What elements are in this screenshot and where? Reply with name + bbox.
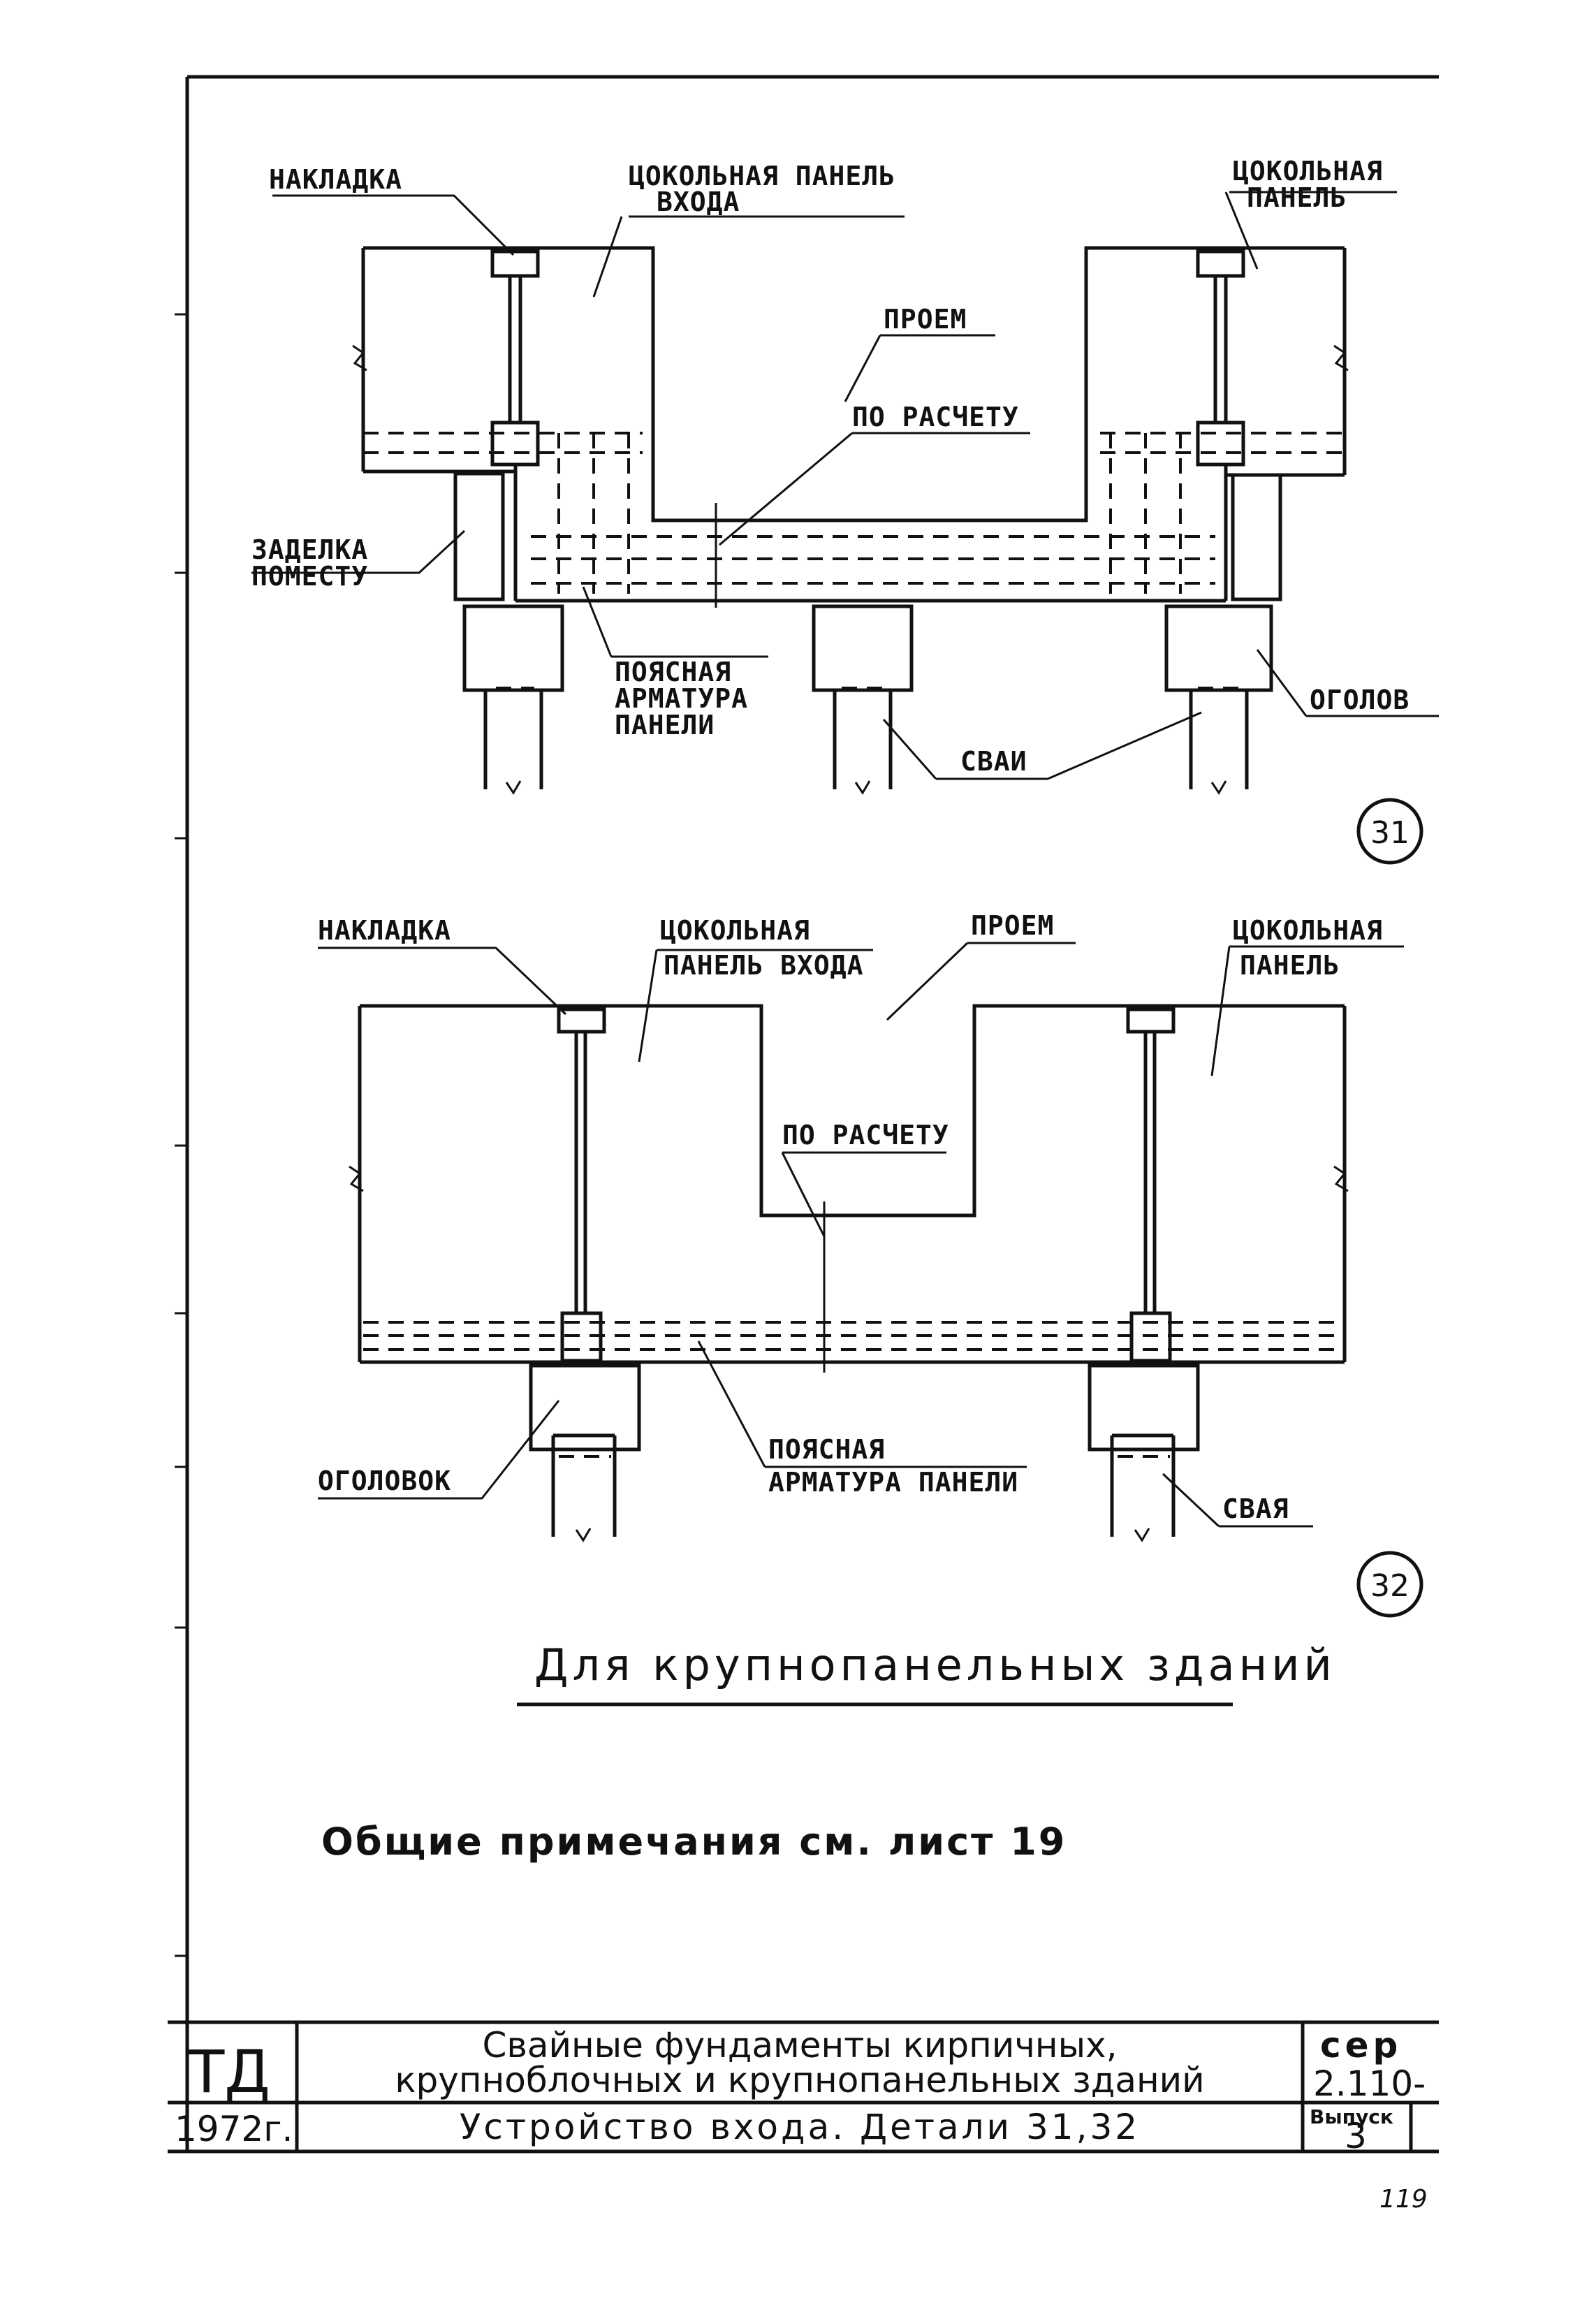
panel-top-outline-31 bbox=[363, 246, 1345, 522]
detail-32: НАКЛАДКА ЦОКОЛЬНАЯ ПАНЕЛЬ ВХОДА ПРОЕМ ЦО… bbox=[318, 910, 1423, 1618]
issue-value: 3 bbox=[1345, 2116, 1367, 2156]
label-armatura-31-a: ПОЯСНАЯ bbox=[615, 657, 731, 687]
label-panel-entry-32-a: ЦОКОЛЬНАЯ bbox=[660, 915, 810, 946]
label-nakladka-31: НАКЛАДКА bbox=[269, 164, 402, 195]
label-panel-31-b: ПАНЕЛЬ bbox=[1247, 182, 1347, 213]
page-number: 119 bbox=[1379, 2185, 1428, 2214]
label-armatura-31-b: АРМАТУРА bbox=[615, 683, 748, 714]
desc-line-2: крупноблочных и крупнопанельных зданий bbox=[395, 2060, 1204, 2100]
label-panel-32-a: ЦОКОЛЬНАЯ bbox=[1233, 915, 1383, 946]
label-armatura-32-a: ПОЯСНАЯ bbox=[768, 1434, 885, 1465]
label-panel-32-b: ПАНЕЛЬ bbox=[1240, 950, 1340, 981]
detail-marker-31 bbox=[1356, 798, 1423, 865]
label-armatura-32-b: АРМАТУРА ПАНЕЛИ bbox=[768, 1467, 1018, 1498]
label-nakladka-32: НАКЛАДКА bbox=[318, 915, 451, 946]
label-po-raschetu-32: ПО РАСЧЕТУ bbox=[782, 1120, 949, 1150]
general-note: Общие примечания см. лист 19 bbox=[321, 1820, 1067, 1864]
issue-label: Выпуск bbox=[1310, 2105, 1393, 2128]
sheet-heading: Для крупнопанельных зданий bbox=[534, 1639, 1336, 1690]
label-ogolovok-32: ОГОЛОВОК bbox=[318, 1466, 451, 1496]
detail-number-32: 32 bbox=[1370, 1568, 1410, 1604]
label-panel-entry-31-b: ВХОДА bbox=[657, 187, 740, 217]
detail-number-31: 31 bbox=[1370, 815, 1410, 851]
label-svai-31: СВАИ bbox=[960, 746, 1027, 777]
binding-ticks bbox=[175, 313, 187, 1957]
label-zadelka-31-a: ЗАДЕЛКА bbox=[251, 534, 368, 565]
label-ogolovok-31: ОГОЛОВ bbox=[1310, 685, 1410, 715]
detail-31: НАКЛАДКА ЦОКОЛЬНАЯ ПАНЕЛЬ ВХОДА ЦОКОЛЬНА… bbox=[251, 156, 1439, 865]
label-armatura-31-c: ПАНЕЛИ bbox=[615, 710, 715, 740]
label-panel-31-a: ЦОКОЛЬНАЯ bbox=[1233, 156, 1383, 187]
title-block: ТД 1972г. Свайные фундаменты кирпичных, … bbox=[168, 2020, 1439, 2156]
series-label: сер bbox=[1320, 2025, 1402, 2066]
label-panel-entry-32-b: ПАНЕЛЬ ВХОДА bbox=[664, 950, 864, 981]
label-svaya-32: СВАЯ bbox=[1222, 1493, 1289, 1524]
label-proem-31: ПРОЕМ bbox=[884, 304, 967, 335]
doc-year: 1972г. bbox=[175, 2109, 293, 2149]
label-zadelka-31-b: ПОМЕСТУ bbox=[251, 561, 368, 592]
label-po-raschetu-31: ПО РАСЧЕТУ bbox=[852, 402, 1019, 432]
sheet-title: Устройство входа. Детали 31,32 bbox=[460, 2107, 1140, 2147]
panel-top-outline-32 bbox=[360, 1004, 1345, 1218]
series-value: 2.110- bbox=[1313, 2063, 1426, 2104]
desc-line-1: Свайные фундаменты кирпичных, bbox=[482, 2025, 1117, 2066]
label-proem-32: ПРОЕМ bbox=[971, 910, 1054, 941]
doc-code: ТД bbox=[188, 2038, 270, 2106]
detail-marker-32 bbox=[1356, 1551, 1423, 1618]
label-panel-entry-31-a: ЦОКОЛЬНАЯ ПАНЕЛЬ bbox=[629, 161, 895, 191]
